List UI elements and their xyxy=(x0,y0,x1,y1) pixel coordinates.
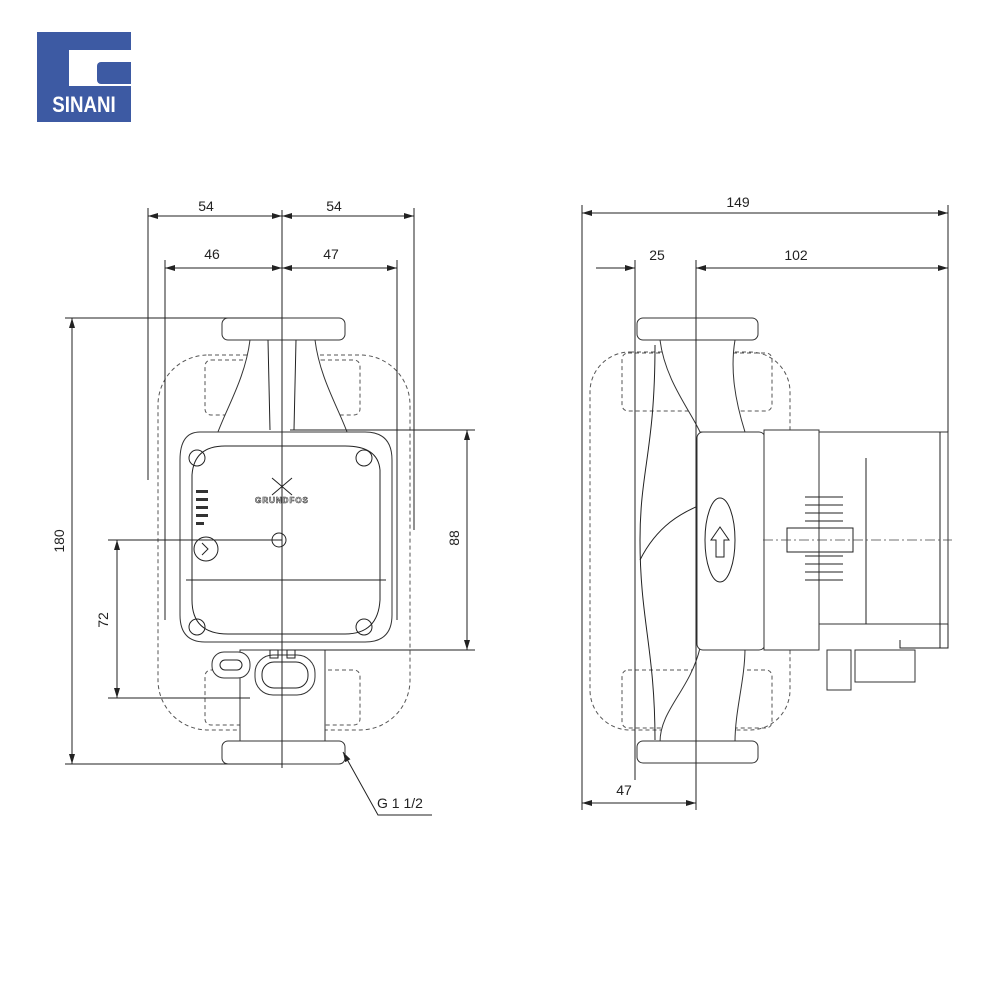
signal-connector xyxy=(211,651,251,679)
dim-top-left-inner: 46 xyxy=(204,246,220,262)
bottom-flange-side xyxy=(636,740,759,764)
control-module-side xyxy=(763,429,820,651)
dim-top-right-inner: 47 xyxy=(323,246,339,262)
dim-total-length: 149 xyxy=(726,194,750,210)
dim-height-total: 180 xyxy=(51,529,67,553)
power-connector xyxy=(254,654,316,696)
flow-arrow-icon xyxy=(710,526,730,558)
dim-motor-length: 102 xyxy=(784,247,808,263)
front-view: GRUNDFOS 5 xyxy=(51,198,475,816)
side-view: 149 25 102 47 xyxy=(581,194,952,810)
dim-flange-offset: 25 xyxy=(649,247,665,263)
cable-plug xyxy=(826,649,852,691)
flow-direction-window xyxy=(704,497,736,583)
dim-height-axis: 72 xyxy=(95,612,111,628)
pump-outlet-side xyxy=(659,647,746,743)
dim-top-right-outer: 54 xyxy=(326,198,342,214)
logo-text: SINANI xyxy=(52,92,116,117)
screw-icons xyxy=(188,449,373,636)
pump-inlet-side xyxy=(659,339,746,433)
cooling-fins xyxy=(805,496,843,581)
dim-axis-offset: 47 xyxy=(616,782,632,798)
pump-head xyxy=(696,431,766,651)
top-flange-side xyxy=(636,317,759,341)
dim-top-left-outer: 54 xyxy=(198,198,214,214)
top-flange xyxy=(221,317,346,341)
control-box xyxy=(179,431,393,643)
thread-label: G 1 1/2 xyxy=(377,795,423,811)
dim-control-box-height: 88 xyxy=(446,530,462,546)
mode-indicator-icons xyxy=(196,490,208,525)
bottom-flange xyxy=(221,740,346,765)
mode-button xyxy=(193,536,219,562)
cable-plug-2 xyxy=(854,649,916,683)
sinani-logo: SINANI xyxy=(37,32,131,122)
logo-shape-inner xyxy=(97,62,131,84)
